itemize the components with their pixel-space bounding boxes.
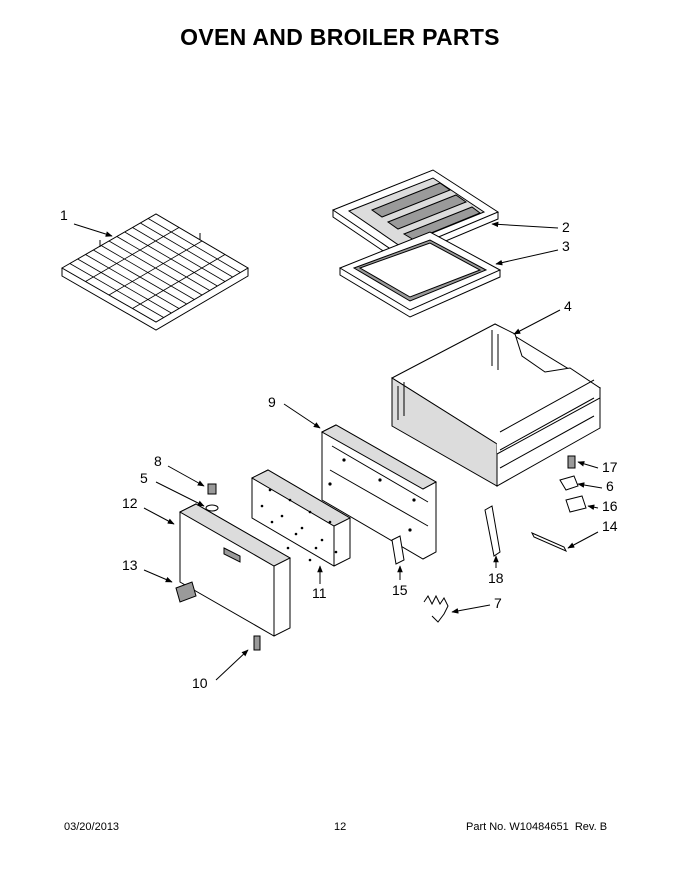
- callout-label-4: 4: [564, 298, 572, 314]
- insulation-dot: [288, 498, 292, 502]
- callout-leader-5: [155, 481, 205, 507]
- bracket-part: [391, 535, 405, 565]
- insulation-dot: [280, 514, 284, 518]
- callout-label-8: 8: [154, 453, 162, 469]
- broiler-pan-part: [338, 231, 502, 318]
- pin-part: [530, 531, 568, 553]
- callout-label-6: 6: [606, 478, 614, 494]
- insulation-dot: [328, 520, 332, 524]
- callout-leader-1: [73, 223, 113, 237]
- insulation-dot: [308, 558, 312, 562]
- callout-leader-10: [215, 649, 249, 681]
- callout-label-18: 18: [488, 570, 504, 586]
- callout-label-2: 2: [562, 219, 570, 235]
- callout-leader-2: [491, 221, 559, 229]
- insulation-dot: [320, 538, 324, 542]
- callout-leader-6: [577, 482, 603, 489]
- drawer-front-panel-part: [320, 424, 438, 560]
- footer-date: 03/20/2013: [64, 821, 120, 833]
- callout-label-10: 10: [192, 675, 208, 691]
- callout-label-7: 7: [494, 595, 502, 611]
- callout-label-15: 15: [392, 582, 408, 598]
- footer-part-number: Part No. W10484651 Rev. B: [466, 821, 607, 833]
- callout-label-1: 1: [60, 207, 68, 223]
- insulation-dot: [268, 488, 272, 492]
- callout-leader-7: [451, 604, 491, 614]
- insulation-dot: [334, 550, 338, 554]
- insulation-dot: [270, 520, 274, 524]
- callout-leader-8: [167, 465, 205, 487]
- footer-part-label: Part No. W10484651: [466, 821, 569, 833]
- callout-leader-12: [143, 507, 175, 525]
- callout-label-9: 9: [268, 394, 276, 410]
- callout-leader-13: [143, 569, 173, 583]
- callout-label-16: 16: [602, 498, 618, 514]
- callout-label-12: 12: [122, 495, 138, 511]
- oven-rack-part: [60, 213, 249, 331]
- broiler-drawer-liner-part: [390, 323, 602, 487]
- insulation-dot: [286, 546, 290, 550]
- callout-leader-9: [283, 403, 321, 429]
- callout-leader-16: [587, 504, 599, 510]
- drawer-insulation-part: [250, 469, 352, 567]
- callout-label-17: 17: [602, 459, 618, 475]
- bottom-screw-part: [253, 635, 261, 651]
- small-hardware-parts: [559, 455, 587, 513]
- insulation-dot: [314, 546, 318, 550]
- handle-insert-part: [175, 581, 197, 603]
- rack-cross-wire: [85, 227, 180, 282]
- footer-page-number: 12: [334, 821, 347, 833]
- callout-label-11: 11: [312, 585, 327, 601]
- insulation-dot: [308, 510, 312, 514]
- insulation-dot: [294, 532, 298, 536]
- insulation-dot: [260, 504, 264, 508]
- callout-leader-14: [567, 531, 599, 549]
- insulation-dot: [300, 526, 304, 530]
- footer-rev-label: Rev. B: [574, 821, 608, 833]
- callout-leader-4: [513, 309, 561, 335]
- callout-label-14: 14: [602, 518, 618, 534]
- callout-label-3: 3: [562, 238, 570, 254]
- screw-and-washer-part: [205, 483, 219, 512]
- broiler-pan-grid-part: [331, 169, 500, 262]
- callout-leader-17: [577, 461, 599, 469]
- callout-leader-3: [495, 249, 559, 266]
- drawer-front-cover-part: [178, 503, 292, 637]
- spring-part: [423, 594, 449, 623]
- rack-cross-wire: [108, 240, 203, 296]
- slide-bracket-part: [484, 505, 501, 557]
- callout-label-13: 13: [122, 557, 138, 573]
- callout-label-5: 5: [140, 470, 148, 486]
- rack-cross-wire: [132, 254, 226, 309]
- page-title: OVEN AND BROILER PARTS: [180, 24, 500, 50]
